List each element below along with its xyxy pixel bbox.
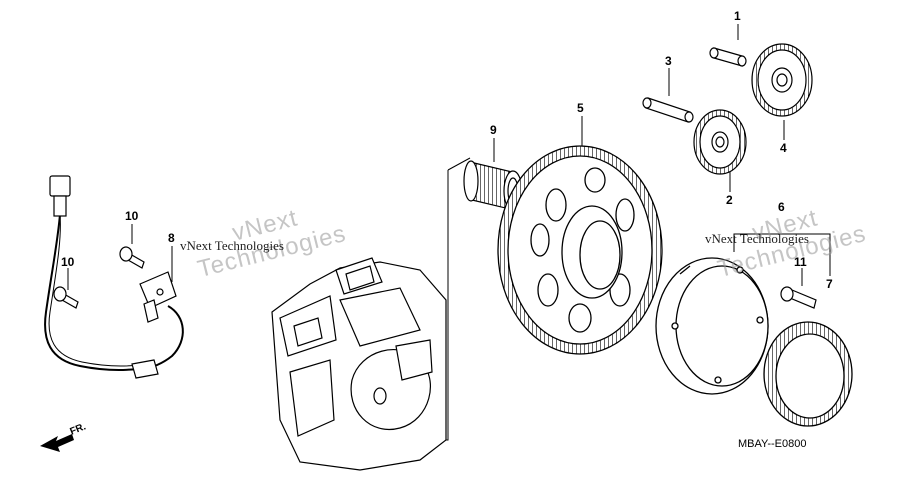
callout-11: 11 <box>794 255 807 269</box>
callout-5: 5 <box>577 101 584 115</box>
callout-4: 4 <box>780 141 787 155</box>
gear-part-4 <box>751 43 813 117</box>
callout-9: 9 <box>490 123 497 137</box>
driven-gear-part-5 <box>497 145 663 355</box>
callout-10-upper: 10 <box>125 209 139 223</box>
callout-3: 3 <box>665 54 672 68</box>
callout-7: 7 <box>826 277 833 291</box>
watermark-left-small: vNext Technologies <box>180 238 284 253</box>
pin-part-3 <box>642 97 694 123</box>
sensor-part-8 <box>139 271 177 323</box>
bolt-part-10-lower <box>53 286 79 309</box>
engine-crankcase <box>271 257 447 471</box>
callout-6: 6 <box>778 200 785 214</box>
callout-10-lower: 10 <box>61 255 75 269</box>
callout-1: 1 <box>734 9 741 23</box>
callout-8: 8 <box>168 231 175 245</box>
bolt-part-10-upper <box>119 246 145 269</box>
sprag-clutch-part-7 <box>763 321 853 427</box>
watermark-right-small: vNext Technologies <box>705 231 809 246</box>
connector <box>49 175 159 379</box>
bolt-part-11 <box>780 286 817 309</box>
pin-part-1 <box>709 47 747 67</box>
gear-part-2 <box>693 109 747 175</box>
direction-arrow-icon <box>40 434 74 452</box>
callout-2: 2 <box>726 193 733 207</box>
diagram-code: MBAY--E0800 <box>738 438 807 450</box>
clutch-outer-part-6 <box>655 257 769 395</box>
